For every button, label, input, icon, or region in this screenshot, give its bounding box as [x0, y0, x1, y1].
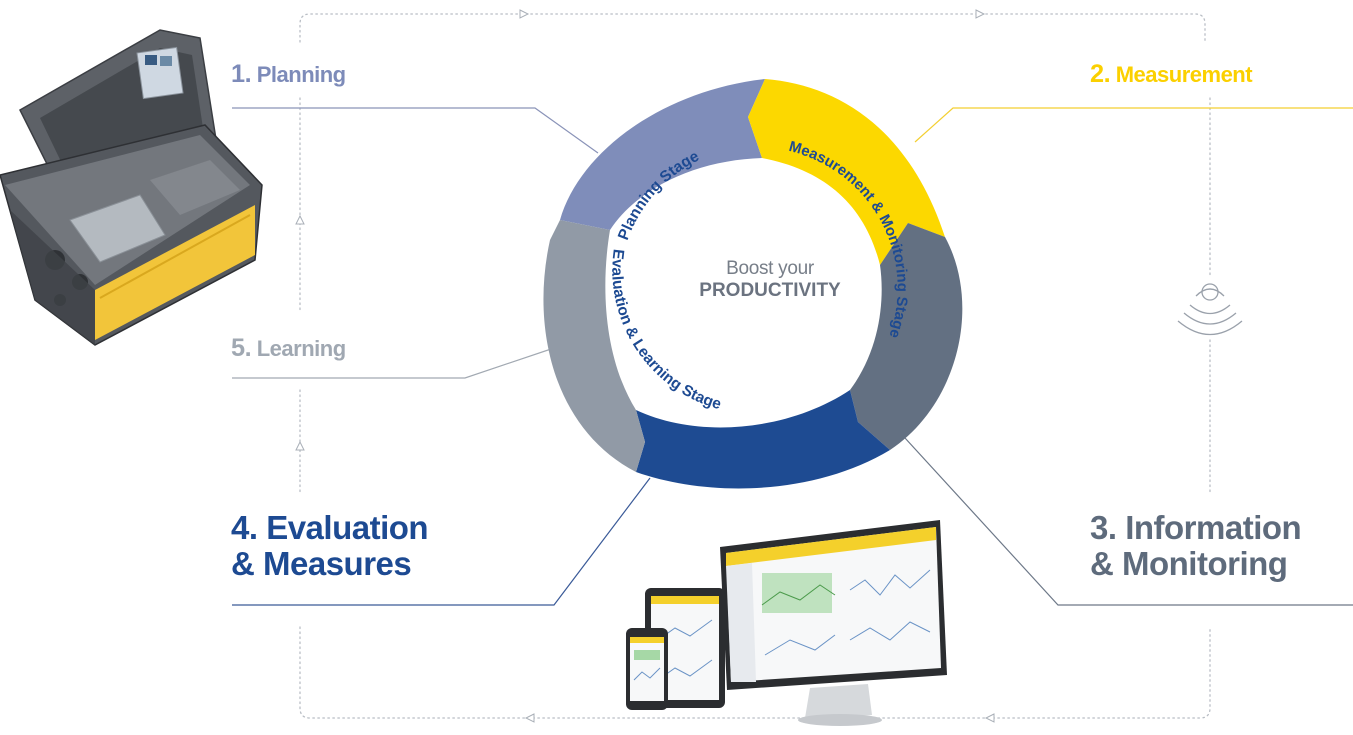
- measurement-case-image: [0, 29, 263, 346]
- step-title: Learning: [256, 336, 346, 361]
- connector-measurement: [914, 107, 1353, 143]
- center-tagline: Boost your PRODUCTIVITY: [660, 258, 880, 302]
- connector-learning: [232, 346, 558, 379]
- step-title: Measurement: [1115, 62, 1253, 87]
- step-number: 2.: [1090, 60, 1111, 88]
- step-information-label: 3. Information & Monitoring: [1090, 510, 1350, 582]
- ring-segment-evaluation: [636, 390, 890, 489]
- step-title: Planning: [256, 62, 346, 87]
- step-title-line2: & Measures: [231, 545, 412, 582]
- flow-arrowheads: [295, 9, 995, 723]
- connector-lines: [232, 107, 1353, 606]
- step-evaluation-label: 4. Evaluation & Measures: [231, 510, 491, 582]
- ring-segment-information: [850, 223, 963, 450]
- center-tagline-line1: Boost your: [726, 258, 814, 279]
- step-number: 5.: [231, 334, 252, 362]
- wireless-sensor-icon: [1177, 283, 1243, 335]
- step-title-line1: 4. Evaluation: [231, 509, 429, 546]
- flow-arrow-up-icon: [295, 440, 305, 451]
- outer-flow-loop: [299, 13, 1211, 719]
- step-measurement-label: 2. Measurement: [1090, 60, 1253, 89]
- ring-segment-measurement: [748, 79, 945, 265]
- devices-dashboard-image: [626, 520, 947, 726]
- ring-segment-learning: [543, 220, 645, 472]
- cycle-ring: [543, 79, 963, 489]
- flow-arrow-up-icon: [295, 214, 305, 225]
- center-tagline-line2: PRODUCTIVITY: [699, 280, 841, 301]
- connector-evaluation: [232, 477, 651, 606]
- ring-segment-planning: [560, 79, 765, 230]
- flow-arrow-left-icon: [984, 713, 995, 723]
- step-learning-label: 5. Learning: [231, 334, 346, 363]
- step-number: 1.: [231, 60, 252, 88]
- step-planning-label: 1. Planning: [231, 60, 346, 89]
- flow-arrow-right-icon: [519, 9, 530, 19]
- connector-information: [904, 437, 1353, 606]
- step-title-line1: 3. Information: [1090, 509, 1302, 546]
- flow-arrow-left-icon: [524, 713, 535, 723]
- connector-planning: [232, 107, 599, 154]
- flow-arrow-right-icon: [975, 9, 986, 19]
- step-title-line2: & Monitoring: [1090, 545, 1288, 582]
